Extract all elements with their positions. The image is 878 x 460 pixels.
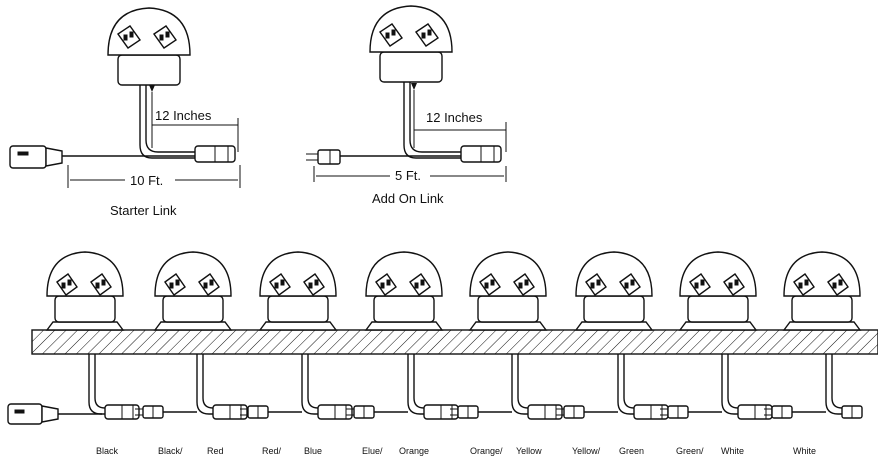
wire-color-label: Red/ [262, 446, 282, 456]
countertop [31, 329, 878, 355]
linked-chain-diagram: Black Black/Red Red/Blue Elue/Orange Orange/… [7, 251, 878, 456]
wire-color-label: Yellow [516, 446, 542, 456]
starter-dome-outlet [107, 7, 191, 86]
starter-cord-length: 10 Ft. [130, 173, 163, 188]
wire-color-label: Elue/ [362, 446, 383, 456]
chain-outlet-unit [45, 251, 197, 420]
add-on-dome-outlet [369, 5, 453, 83]
wire-color-label: White [721, 446, 744, 456]
add-on-cable-length: 12 Inches [426, 110, 483, 125]
add-on-link-diagram: 12 Inches 5 Ft. Add On Link [306, 5, 507, 206]
chain-outlet-unit [364, 251, 512, 420]
starter-link-diagram: 12 Inches 10 Ft. Starter Link [9, 7, 241, 218]
starter-left-plug [9, 145, 63, 169]
starter-caption: Starter Link [110, 203, 177, 218]
wire-color-label: Green/ [676, 446, 704, 456]
chain-outlet-unit [153, 251, 302, 420]
add-on-cable [403, 82, 466, 159]
wire-color-label: Orange [399, 446, 429, 456]
wire-color-label: Blue [304, 446, 322, 456]
wire-color-label: Green [619, 446, 644, 456]
wire-color-label: White [793, 446, 816, 456]
wire-color-label: Black/ [158, 446, 183, 456]
starter-right-plug [194, 145, 236, 163]
chain-starter-plug [7, 403, 102, 425]
chain-outlet-unit [678, 251, 826, 420]
chain-outlet-unit [258, 251, 408, 420]
add-on-caption: Add On Link [372, 191, 444, 206]
wire-color-label: Black [96, 446, 119, 456]
add-on-left-socket [306, 149, 341, 165]
wire-color-label: Yellow/ [572, 446, 601, 456]
chain-outlet-unit [574, 251, 722, 420]
wire-color-label: Red [207, 446, 224, 456]
add-on-cord-length: 5 Ft. [395, 168, 421, 183]
starter-cable [139, 85, 200, 159]
starter-cable-length: 12 Inches [155, 108, 212, 123]
add-on-right-plug [460, 145, 502, 163]
chain-outlet-unit [782, 251, 863, 419]
chain-outlet-unit [468, 251, 618, 420]
wire-color-label: Orange/ [470, 446, 503, 456]
